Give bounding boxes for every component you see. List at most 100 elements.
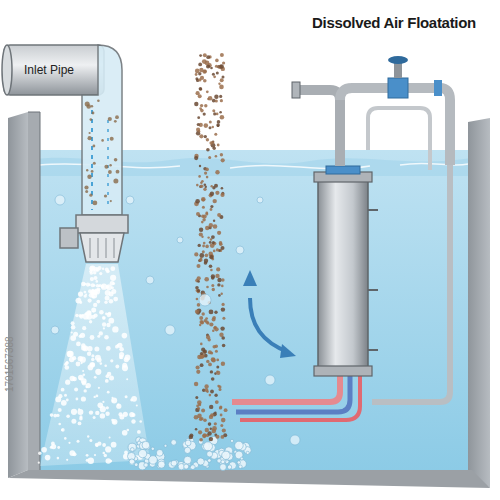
air-bubble <box>98 285 100 287</box>
air-bubble <box>130 448 134 452</box>
solid-particle <box>221 336 225 340</box>
nozzle <box>76 215 128 233</box>
air-bubble <box>81 282 85 286</box>
air-bubble <box>61 400 67 406</box>
solid-particle <box>219 406 222 409</box>
solid-particle <box>215 274 219 278</box>
inlet-elbow <box>82 45 122 215</box>
solid-particle <box>210 269 213 272</box>
solid-particle <box>195 73 198 76</box>
air-bubble <box>61 428 65 432</box>
air-bubble <box>96 284 100 288</box>
solid-particle <box>215 327 219 331</box>
air-bubble <box>64 437 67 440</box>
solid-particle <box>207 236 209 238</box>
solid-particle <box>213 75 216 78</box>
air-bubble <box>64 394 67 397</box>
air-bubble <box>190 465 195 470</box>
solid-particle <box>218 385 221 388</box>
air-bubble <box>66 459 68 461</box>
solid-particle <box>212 288 215 291</box>
solid-particle <box>108 170 112 174</box>
solid-particle <box>205 186 207 188</box>
solid-particle <box>224 408 228 412</box>
solid-particle <box>213 220 215 222</box>
solid-particle <box>212 330 215 333</box>
solid-particle <box>215 350 218 353</box>
solid-particle <box>200 104 203 107</box>
solid-particle <box>210 192 214 196</box>
air-bubble <box>66 361 69 364</box>
solid-particle <box>114 120 117 123</box>
air-bubble <box>177 237 183 243</box>
air-bubble <box>102 443 106 447</box>
air-bubble <box>146 276 154 284</box>
solid-particle <box>221 435 225 439</box>
solid-particle <box>209 394 212 397</box>
air-bubble <box>112 282 115 285</box>
solid-particle <box>204 123 209 128</box>
air-bubble <box>71 325 76 330</box>
solid-particle <box>220 414 223 417</box>
solid-particle <box>217 231 221 235</box>
air-bubble <box>105 412 109 416</box>
solid-particle <box>221 362 225 366</box>
air-bubble <box>78 422 82 426</box>
solid-particle <box>205 320 209 324</box>
air-bubble <box>120 357 122 359</box>
solid-particle <box>219 111 222 114</box>
solid-particle <box>198 63 202 67</box>
air-bubble <box>113 297 118 302</box>
solid-particle <box>211 284 214 287</box>
solid-particle <box>203 79 207 83</box>
solid-particle <box>209 223 213 227</box>
solid-particle <box>200 363 204 367</box>
air-bubble <box>74 387 78 391</box>
air-bubble <box>134 463 138 467</box>
air-bubble <box>103 452 106 455</box>
air-bubble <box>87 352 91 356</box>
air-bubble <box>136 405 138 407</box>
solid-particle <box>216 371 220 375</box>
air-bubble <box>90 277 94 281</box>
air-bubble <box>290 435 300 445</box>
solid-particle <box>213 250 216 253</box>
air-bubble <box>106 312 111 317</box>
solid-particle <box>198 403 201 406</box>
air-bubble <box>41 447 47 453</box>
air-bubble <box>119 352 124 357</box>
solid-particle <box>206 90 209 93</box>
solid-particle <box>220 78 224 82</box>
solid-particle <box>113 179 118 184</box>
air-bubble <box>102 268 104 270</box>
solid-particle <box>203 188 206 191</box>
air-bubble <box>184 464 189 469</box>
solid-particle <box>212 241 215 244</box>
air-bubble <box>109 292 114 297</box>
solid-particle <box>211 357 216 362</box>
solid-particle <box>220 115 225 120</box>
air-bubble <box>220 464 227 471</box>
solid-particle <box>115 115 119 119</box>
air-bubble <box>171 440 177 446</box>
air-bubble <box>96 280 99 283</box>
air-bubble <box>104 454 107 457</box>
air-bubble <box>88 458 94 464</box>
air-bubble <box>71 321 75 325</box>
solid-particle <box>221 293 223 295</box>
solid-particle <box>215 59 219 63</box>
air-bubble <box>111 442 117 448</box>
watermark: 1701567388 <box>4 336 15 392</box>
solid-particle <box>215 345 218 348</box>
air-bubble <box>158 461 165 468</box>
solid-particle <box>86 169 88 171</box>
air-bubble <box>79 315 83 319</box>
solid-particle <box>208 338 211 341</box>
air-bubble <box>78 408 80 410</box>
solid-particle <box>215 155 218 158</box>
solid-particle <box>205 168 209 172</box>
air-bubble <box>105 379 109 383</box>
solid-particle <box>198 175 201 178</box>
solid-particle <box>208 350 212 354</box>
